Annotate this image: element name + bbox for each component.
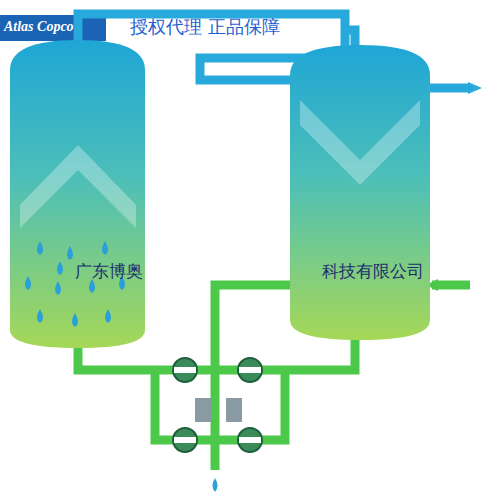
water-drop xyxy=(37,241,43,255)
water-drop xyxy=(89,279,95,293)
logo-plate xyxy=(0,15,106,41)
water-drop xyxy=(72,313,78,327)
water-drop xyxy=(37,309,43,323)
water-drop xyxy=(102,241,108,255)
watermark-text: 广东博奥 xyxy=(75,262,143,281)
valves xyxy=(173,358,262,452)
drain-drop xyxy=(213,478,218,492)
water-drop xyxy=(57,261,63,275)
right-chevron xyxy=(300,100,420,185)
right-tower xyxy=(290,45,430,340)
silencers xyxy=(195,398,242,422)
water-drop xyxy=(67,246,73,260)
outlet-arrow xyxy=(468,82,482,94)
watermark-text: 科技有限公司 xyxy=(322,262,424,281)
banner-text: 授权代理 正品保障 xyxy=(130,17,280,37)
water-drops xyxy=(25,241,125,327)
valve-bars xyxy=(174,367,261,443)
water-drop xyxy=(105,309,111,323)
brand-logo: Atlas Copco xyxy=(4,19,74,34)
left-tower xyxy=(10,40,145,348)
water-drop xyxy=(25,276,31,290)
water-drop xyxy=(55,281,61,295)
left-chevron xyxy=(20,145,136,228)
